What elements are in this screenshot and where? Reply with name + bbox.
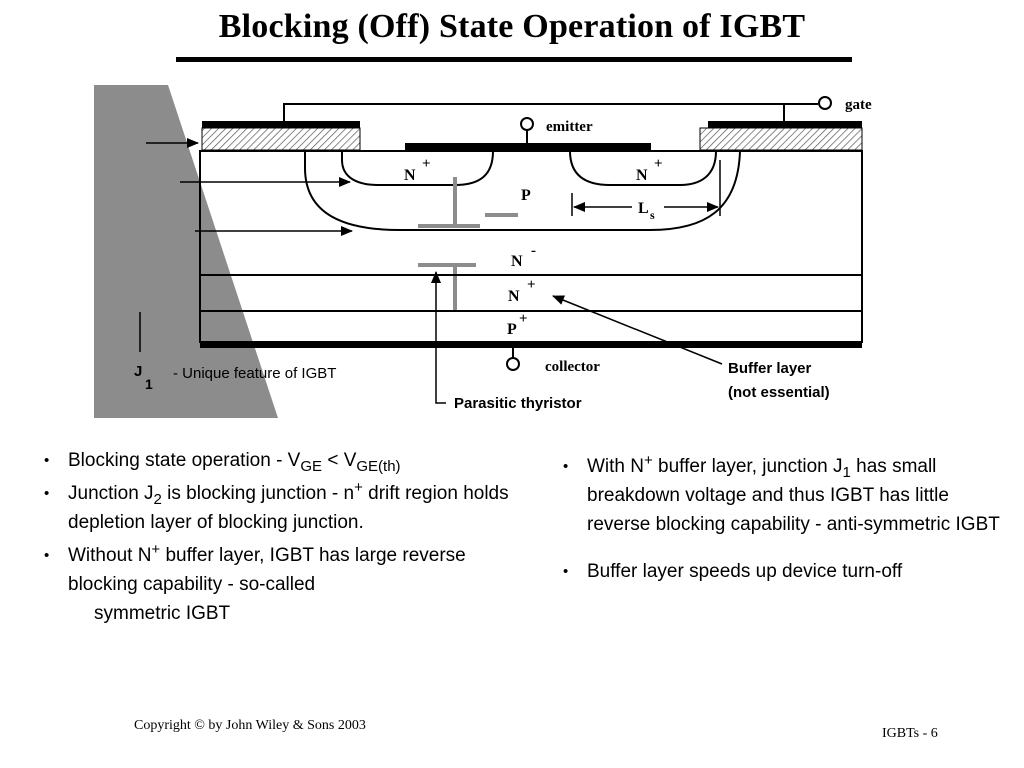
p-plus-label: P	[507, 321, 517, 338]
p-body-label: P	[521, 187, 531, 204]
n-minus-sup: -	[531, 243, 536, 259]
n-plus-well-left	[341, 150, 494, 186]
p-body-region	[304, 150, 741, 231]
j1-subscript: 1	[145, 376, 153, 392]
n-plus-left-label: N	[404, 167, 416, 184]
bullet-blocking-state: Blocking state operation - VGE < VGE(th)	[44, 446, 514, 475]
gate-metal-left	[202, 121, 360, 128]
collector-label: collector	[545, 359, 600, 375]
gate-metal-right	[708, 121, 862, 128]
gate-wire	[283, 103, 818, 121]
n-plus-buffer-sup: +	[527, 277, 536, 293]
bullet-turn-off: Buffer layer speeds up device turn-off	[563, 557, 1015, 586]
gate-oxide-left	[201, 127, 361, 151]
gate-terminal	[818, 96, 832, 110]
n-minus-drift-label: N	[511, 253, 523, 270]
n-plus-buffer-label: N	[508, 288, 520, 305]
collector-metal	[200, 341, 862, 348]
left-bullet-list: Blocking state operation - VGE < VGE(th)…	[44, 446, 514, 632]
n-plus-right-label: N	[636, 167, 648, 184]
n-plus-left-sup: +	[422, 156, 431, 172]
buffer-layer-label: Buffer layer	[728, 360, 812, 377]
collector-terminal	[506, 357, 520, 371]
parasitic-thyristor-label: Parasitic thyristor	[454, 395, 582, 412]
right-bullet-list: With N+ buffer layer, junction J1 has sm…	[563, 452, 1015, 590]
emitter-label: emitter	[546, 119, 593, 135]
igbt-cross-section-diagram: gate emitter N + N + P L s collector N -…	[94, 85, 872, 418]
p-plus-sup: +	[519, 311, 528, 327]
buffer-layer-note: (not essential)	[728, 384, 830, 401]
j1-label: J	[134, 363, 142, 380]
copyright-footer: Copyright © by John Wiley & Sons 2003	[134, 718, 366, 733]
parasitic-callout-line	[431, 271, 446, 404]
bullet-with-buffer: With N+ buffer layer, junction J1 has sm…	[563, 452, 1015, 539]
emitter-terminal	[520, 117, 534, 131]
emitter-metal	[405, 143, 651, 151]
ls-label: L	[638, 200, 649, 217]
gate-label: gate	[845, 97, 872, 113]
n-plus-well-right	[569, 150, 717, 186]
ls-subscript: s	[650, 208, 655, 222]
bullet-junction-j2: Junction J2 is blocking junction - n+ dr…	[44, 479, 514, 537]
gate-oxide-right	[699, 127, 863, 151]
j1-note: - Unique feature of IGBT	[173, 365, 336, 382]
page-title: Blocking (Off) State Operation of IGBT	[218, 8, 806, 45]
page-number: IGBTs - 6	[882, 726, 938, 741]
buffer-callout-line	[552, 295, 723, 365]
n-plus-right-sup: +	[654, 156, 663, 172]
bullet-without-buffer: Without N+ buffer layer, IGBT has large …	[44, 541, 514, 628]
title-underline	[176, 57, 852, 62]
